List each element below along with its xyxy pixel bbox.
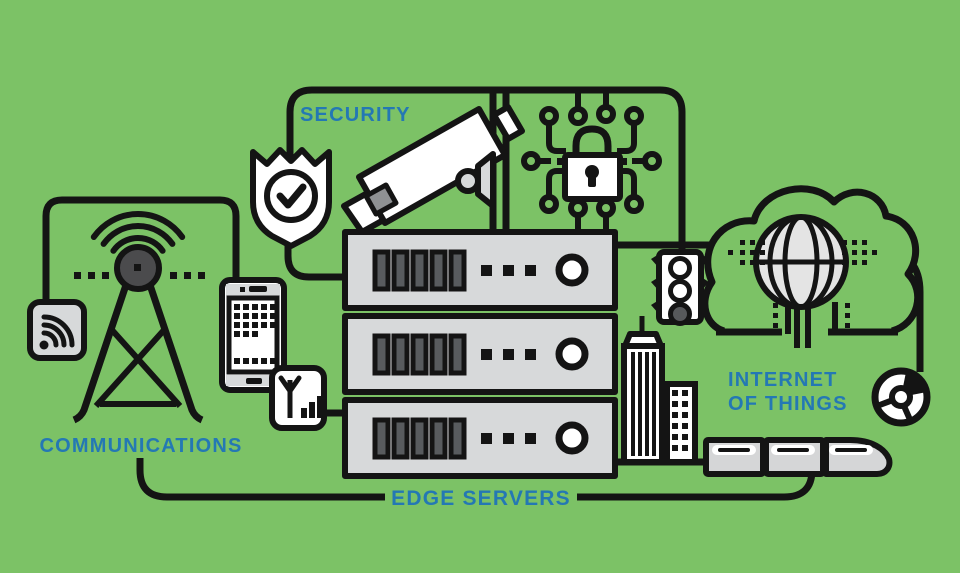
window-grid: [672, 390, 688, 451]
server-unit: [342, 397, 618, 479]
cctv-camera-icon: [341, 104, 525, 235]
smartphone-icon: [219, 277, 287, 393]
mount-joint: [455, 168, 481, 194]
internet-of-things-label-line1: INTERNET: [728, 369, 838, 391]
cloud-circuit-pins: [716, 302, 898, 348]
wifi-to-phone-line: [42, 196, 240, 304]
office-building-icon: [664, 381, 698, 465]
circuit-lock-icon: [521, 90, 662, 232]
donut-chart-icon: [871, 367, 931, 427]
wifi-icon: [27, 299, 87, 361]
check-mark: [276, 183, 307, 209]
radio-tower-icon: [72, 211, 205, 424]
cloud-dots: [728, 240, 877, 265]
signal-meter-icon: [269, 365, 327, 431]
security-zone-outline: [286, 86, 686, 256]
edge-servers-label: EDGE SERVERS: [391, 487, 571, 510]
lock-shackle: [572, 125, 612, 157]
server-unit: [342, 229, 618, 311]
shield-check-icon: [250, 147, 332, 249]
bottom-rail-left: [136, 458, 385, 501]
cloud-globe-icon: [701, 185, 922, 348]
camera-lens: [363, 182, 399, 217]
communications-label: COMMUNICATIONS: [39, 435, 242, 457]
internet-of-things-label-line2: OF THINGS: [728, 393, 848, 415]
server-unit: [342, 313, 618, 395]
app-grid: [234, 304, 276, 364]
train-icon: [703, 437, 893, 477]
security-label: SECURITY: [300, 104, 411, 126]
camera-rear-stub: [491, 104, 525, 142]
home-button: [246, 378, 262, 384]
traffic-light-icon: [651, 249, 709, 326]
skyscraper-icon: [621, 316, 665, 465]
shield-to-server-line: [284, 232, 348, 281]
server-rack-icon: [342, 229, 618, 479]
